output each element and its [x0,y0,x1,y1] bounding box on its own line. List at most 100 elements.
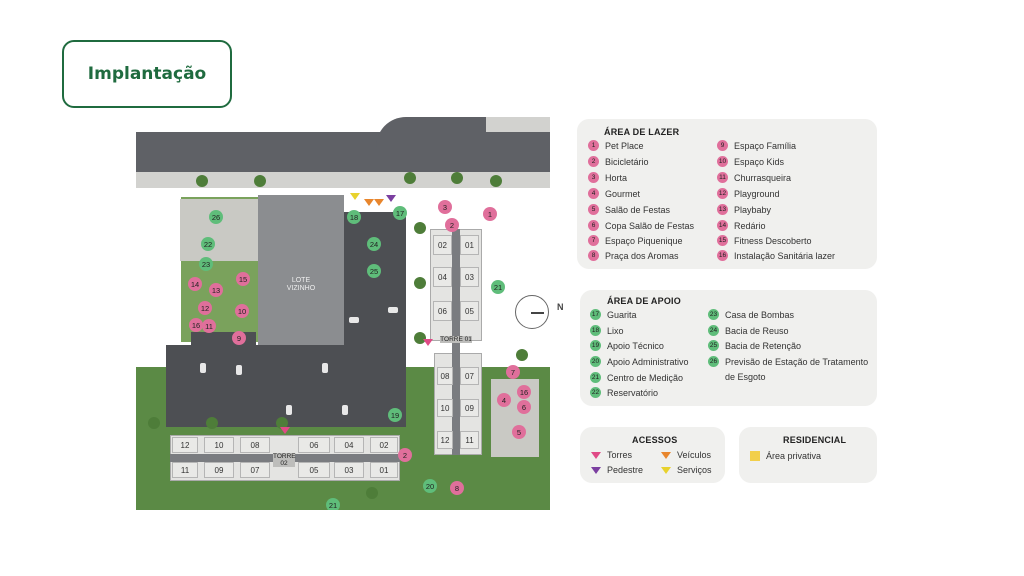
torre-01-unit: 08 [437,367,453,385]
legend-residencial-item: Área privativa [750,451,821,461]
map-pin-guarita[interactable]: 17 [393,206,407,220]
map-pin-casa-bombas[interactable]: 23 [199,257,213,271]
map-pin-redario[interactable]: 14 [188,277,202,291]
map-pin-churrasqueira[interactable]: 11 [202,319,216,333]
torre-02-unit: 02 [370,437,398,453]
torre-02-unit: 03 [334,462,364,478]
tree [414,277,426,289]
map-pin-bicicletario[interactable]: 2 [445,218,459,232]
map-pin-espaco-kids[interactable]: 10 [235,304,249,318]
page-title-box: Implantação [62,40,232,108]
map-pin-gourmet[interactable]: 4 [497,393,511,407]
torre-01-unit: 10 [437,399,453,417]
tower-access-icon [591,451,601,459]
salao-festas-area [491,379,539,457]
torre-01-unit: 09 [460,399,479,417]
map-pin-playbaby[interactable]: 13 [209,283,223,297]
torre-02-unit: 01 [370,462,398,478]
torre-01-unit: 06 [433,301,452,321]
torre-02-unit: 08 [240,437,270,453]
map-pin-sanitario[interactable]: 16 [189,318,203,332]
legend-apoio-title: ÁREA DE APOIO [607,296,681,306]
tree [451,172,463,184]
map-pin-espaco-familia[interactable]: 9 [232,331,246,345]
map-pin-centro-medicao-2[interactable]: 21 [326,498,340,510]
access-vehicle-marker [374,199,384,206]
torre-01-unit: 12 [437,431,453,449]
tree [404,172,416,184]
torre-01-unit: 02 [433,235,452,255]
car [286,405,292,415]
map-pin-horta[interactable]: 3 [438,200,452,214]
compass-north-label: N [557,302,564,312]
torre-01-unit: 03 [460,267,479,287]
parking-left [191,332,256,357]
tree [148,417,160,429]
neighbor-lot [258,195,344,363]
map-pin-apoio-adm[interactable]: 20 [423,479,437,493]
street [136,132,550,172]
map-pin-copa[interactable]: 6 [517,400,531,414]
private-area-swatch [750,451,760,461]
torre-02-unit: 04 [334,437,364,453]
map-pin-playground[interactable]: 12 [198,301,212,315]
legend-residencial-title: RESIDENCIAL [783,435,847,445]
map-pin-estacao-esgoto[interactable]: 26 [209,210,223,224]
legend-apoio-item-continued: de Esgoto [725,372,766,382]
map-pin-bacia-retencao[interactable]: 25 [367,264,381,278]
car [388,307,398,313]
torre-02-label: TORRE 02 [273,453,296,467]
torre-01-label: TORRE 01 [440,336,472,343]
tree [206,417,218,429]
map-pin-bacia-reuso[interactable]: 24 [367,237,381,251]
torre-01-unit: 11 [460,431,479,449]
torre-02-unit: 06 [298,437,330,453]
tree [254,175,266,187]
tree [414,222,426,234]
torre-02-unit: 10 [204,437,234,453]
map-pin-lixo[interactable]: 18 [347,210,361,224]
legend-acessos-panel: ACESSOS Torres Veículos Pedestre Serviço… [580,427,725,483]
map-pin-fitness[interactable]: 15 [236,272,250,286]
car [349,317,359,323]
map-pin-salao-festas[interactable]: 5 [512,425,526,439]
map-pin-piquenique[interactable]: 7 [506,365,520,379]
map-pin-apoio-tecnico[interactable]: 19 [388,408,402,422]
map-pin-bicicletario-2[interactable]: 2 [398,448,412,462]
map-pin-pet-place[interactable]: 1 [483,207,497,221]
access-pedestrian-marker [386,195,396,202]
map-pin-reservatorio[interactable]: 22 [201,237,215,251]
map-pin-sanitario-2[interactable]: 16 [517,385,531,399]
map-pin-centro-medicao[interactable]: 21 [491,280,505,294]
torre-02-unit: 05 [298,462,330,478]
tree [516,349,528,361]
street-curve [376,117,486,172]
tree [366,487,378,499]
tree [276,417,288,429]
legend-residencial-panel: RESIDENCIAL Área privativa [739,427,877,483]
map-pin-praca-aromas[interactable]: 8 [450,481,464,495]
compass-icon [515,295,549,329]
sidewalk [136,172,550,188]
